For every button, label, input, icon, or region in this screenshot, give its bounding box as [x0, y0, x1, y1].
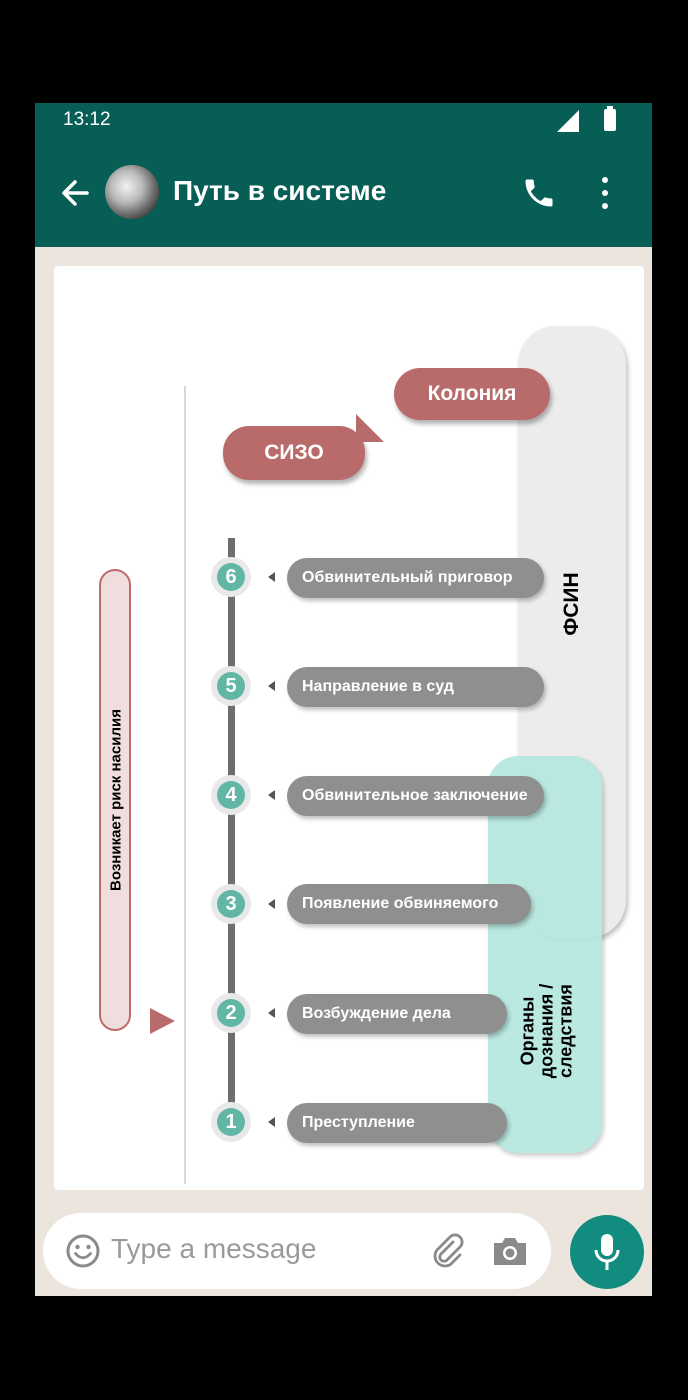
mic-button[interactable]: [570, 1215, 644, 1289]
mic-icon: [594, 1234, 620, 1270]
step-label: Обвинительное заключение: [287, 776, 544, 816]
chat-area: ФСИН Органы дознания / следствия СИЗО Ко…: [35, 247, 652, 1216]
organy-block: [488, 756, 602, 1153]
step-node-1: 1: [211, 1102, 251, 1142]
step-label: Направление в суд: [287, 667, 544, 707]
step-number: 1: [217, 1108, 245, 1136]
step-node-6: 6: [211, 557, 251, 597]
more-options-icon[interactable]: [600, 177, 610, 211]
step-label: Обвинительный приговор: [287, 558, 544, 598]
step-label: Возбуждение дела: [287, 994, 507, 1034]
signal-icon: [557, 110, 579, 132]
risk-label: Возникает риск насилия: [107, 709, 125, 891]
emoji-icon[interactable]: [65, 1233, 101, 1269]
kolonia-pill: Колония: [394, 368, 550, 420]
step-number: 2: [217, 999, 245, 1027]
arrow-right-icon: [150, 1008, 175, 1034]
message-input-bar: Type a message: [43, 1213, 551, 1289]
step-number: 5: [217, 672, 245, 700]
back-arrow-icon[interactable]: [57, 173, 97, 213]
fsin-label: ФСИН: [560, 572, 583, 636]
step-node-5: 5: [211, 666, 251, 706]
chat-title[interactable]: Путь в системе: [173, 175, 387, 206]
phone-screen: 13:12 Путь в системе ФСИН Органы дознани…: [35, 103, 652, 1296]
timeline-line: [228, 538, 235, 1128]
arrow-up-icon: [356, 414, 384, 442]
organy-text: Органы дознания / следствия: [517, 983, 576, 1079]
status-bar: 13:12: [35, 103, 652, 137]
pointer-icon: [268, 899, 275, 909]
pointer-icon: [268, 681, 275, 691]
step-number: 6: [217, 563, 245, 591]
status-time: 13:12: [63, 109, 111, 130]
step-node-3: 3: [211, 884, 251, 924]
image-message[interactable]: ФСИН Органы дознания / следствия СИЗО Ко…: [54, 266, 644, 1190]
step-node-4: 4: [211, 775, 251, 815]
step-number: 3: [217, 890, 245, 918]
phone-call-icon[interactable]: [521, 175, 557, 211]
battery-icon: [604, 106, 616, 131]
pointer-icon: [268, 790, 275, 800]
chat-header: Путь в системе: [35, 137, 652, 247]
step-label: Преступление: [287, 1103, 507, 1143]
step-label: Появление обвиняемого: [287, 884, 531, 924]
pointer-icon: [268, 1117, 275, 1127]
message-input[interactable]: Type a message: [111, 1233, 317, 1264]
camera-icon[interactable]: [491, 1234, 529, 1268]
avatar[interactable]: [105, 165, 159, 219]
step-node-2: 2: [211, 993, 251, 1033]
divider-line: [184, 386, 186, 1184]
siz-pill: СИЗО: [223, 426, 365, 480]
organy-label: Органы дознания / следствия: [517, 977, 576, 1085]
step-number: 4: [217, 781, 245, 809]
attach-icon[interactable]: [429, 1232, 467, 1270]
pointer-icon: [268, 572, 275, 582]
pointer-icon: [268, 1008, 275, 1018]
risk-bar: [99, 569, 131, 1031]
